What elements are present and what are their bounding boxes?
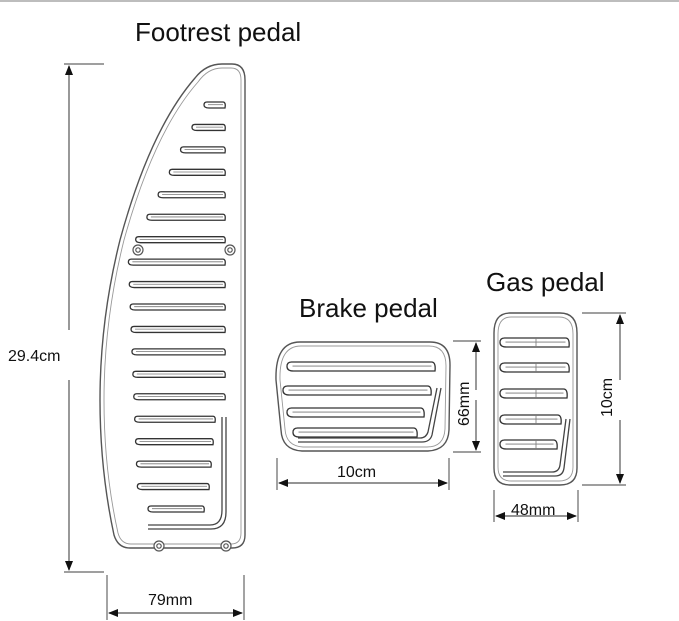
footrest-height-label: 29.4cm: [8, 348, 60, 365]
footrest-slot: [130, 325, 226, 334]
footrest-slot: [147, 505, 205, 513]
footrest-slot: [131, 348, 226, 356]
footrest-slot: [146, 213, 226, 221]
gas-pedal: Gas pedal 10cm 48mm: [486, 267, 626, 522]
footrest-width-label: 79mm: [148, 592, 192, 609]
footrest-slot: [135, 236, 226, 244]
gas-slot: [499, 362, 570, 373]
footrest-pedal-title: Footrest pedal: [135, 17, 301, 47]
footrest-slot: [179, 146, 226, 154]
top-border: [0, 0, 679, 2]
footrest-pedal-inner-outline: [103, 67, 242, 545]
brake-pedal-title: Brake pedal: [299, 293, 438, 323]
footrest-bolt: [153, 540, 165, 552]
gas-pedal-title: Gas pedal: [486, 267, 605, 297]
footrest-slot: [168, 168, 226, 176]
gas-pedal-inner-outline: [497, 316, 574, 482]
brake-slot: [292, 427, 418, 438]
footrest-bolt: [224, 244, 236, 256]
footrest-slot: [135, 460, 212, 468]
footrest-bolt: [132, 244, 144, 256]
gas-slot: [499, 388, 568, 399]
footrest-slot: [157, 191, 226, 199]
footrest-slot: [136, 482, 210, 491]
gas-width-label: 48mm: [511, 502, 555, 519]
footrest-pedal: Footrest pedal 29.4cm 79mm: [8, 17, 301, 620]
footrest-bolt: [220, 540, 232, 552]
footrest-slot: [132, 370, 226, 378]
gas-slots: [499, 337, 570, 450]
footrest-heel-bar-inner: [148, 417, 227, 530]
footrest-slot: [133, 393, 226, 401]
brake-pedal-inner-outline: [279, 345, 447, 448]
brake-heel-bar: [298, 387, 442, 443]
footrest-slot: [133, 415, 216, 423]
footrest-slot: [191, 123, 226, 132]
gas-heel-bar-inner: [503, 418, 567, 473]
brake-height-label: 66mm: [456, 382, 473, 426]
footrest-slots: [127, 101, 226, 513]
brake-heel-bar-inner: [298, 387, 438, 439]
footrest-slot: [129, 303, 226, 311]
gas-slot: [499, 414, 562, 425]
brake-slot: [282, 385, 432, 396]
gas-slot: [499, 337, 570, 348]
gas-slot: [499, 439, 558, 450]
brake-pedal: Brake pedal 66mm 10cm: [275, 293, 481, 490]
footrest-slot: [127, 258, 226, 266]
brake-width-label: 10cm: [337, 464, 376, 481]
footrest-slot: [134, 438, 214, 446]
brake-slot: [286, 361, 436, 372]
brake-slots: [282, 361, 436, 438]
footrest-slot: [128, 280, 226, 289]
gas-heel-bar: [503, 418, 571, 477]
footrest-slot: [203, 101, 226, 109]
footrest-heel-bar: [148, 417, 223, 526]
brake-slot: [286, 407, 425, 418]
gas-height-label: 10cm: [599, 378, 616, 417]
